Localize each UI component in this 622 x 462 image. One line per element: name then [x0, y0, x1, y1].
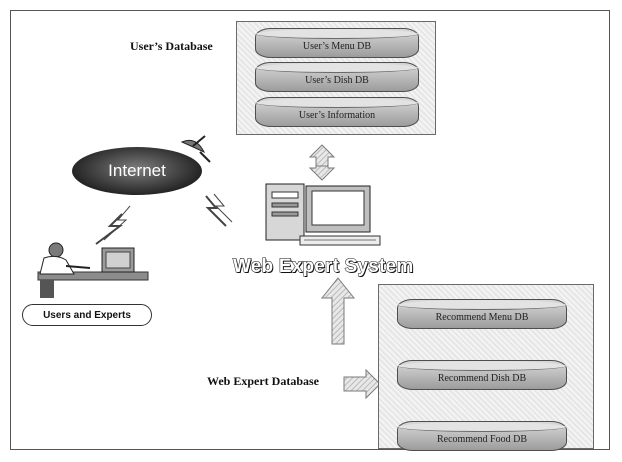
users-database-title: User’s Database [130, 39, 213, 53]
users-menu-db-label: User’s Menu DB [302, 40, 372, 52]
recommend-menu-db: Recommend Menu DB [397, 299, 567, 329]
satellite-dish-icon [180, 135, 211, 163]
web-expert-database-panel: Recommend Menu DB Recommend Dish DB Reco… [378, 284, 594, 451]
up-arrow-icon [320, 277, 356, 345]
users-and-experts-label: Users and Experts [22, 304, 152, 326]
users-dish-db-label: User’s Dish DB [305, 74, 369, 86]
web-expert-database-title: Web Expert Database [207, 374, 319, 388]
user-at-computer-icon [37, 242, 149, 298]
recommend-menu-db-label: Recommend Menu DB [435, 311, 529, 323]
right-arrow-icon [343, 368, 381, 400]
internet-label: Internet [108, 161, 166, 180]
recommend-food-db: Recommend Food DB [397, 421, 567, 451]
internet-cloud: Internet [72, 147, 202, 195]
recommend-dish-db-label: Recommend Dish DB [437, 372, 527, 384]
users-and-experts-text: Users and Experts [43, 309, 131, 321]
users-dish-db: User’s Dish DB [255, 62, 419, 92]
computer-icon [265, 183, 381, 246]
users-information-db: User’s Information [255, 97, 419, 127]
users-database-panel: User’s Menu DB User’s Dish DB User’s Inf… [236, 21, 436, 135]
web-expert-system-title: Web Expert System [232, 256, 414, 278]
lightning-icon [95, 193, 233, 245]
recommend-dish-db: Recommend Dish DB [397, 360, 567, 390]
double-arrow-icon [308, 144, 336, 181]
users-menu-db: User’s Menu DB [255, 28, 419, 58]
diagram-frame [10, 10, 610, 450]
users-information-db-label: User’s Information [298, 109, 376, 121]
recommend-food-db-label: Recommend Food DB [437, 433, 527, 445]
